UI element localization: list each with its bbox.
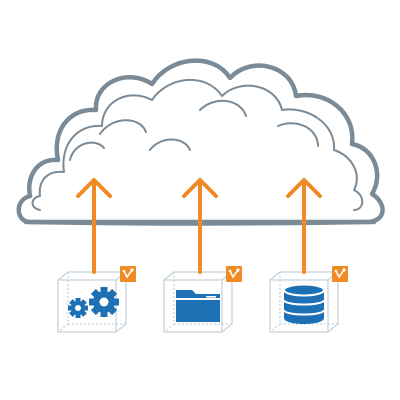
database-icon (283, 283, 325, 324)
gears-icon (68, 287, 119, 318)
up-arrow-icon (182, 178, 218, 274)
module-folder (163, 266, 242, 333)
module-gears (57, 266, 136, 333)
wireframe-box (269, 271, 339, 333)
up-arrow-icon (76, 178, 112, 274)
folder-icon (176, 290, 220, 322)
cloud-inner-detail (69, 99, 319, 161)
connector-badge-icon (332, 266, 348, 282)
module-database (269, 266, 348, 333)
cloud-inner-outline (31, 79, 364, 211)
connector-badge-icon (120, 266, 136, 282)
connector-badge-icon (226, 266, 242, 282)
up-arrow-icon (286, 178, 322, 274)
